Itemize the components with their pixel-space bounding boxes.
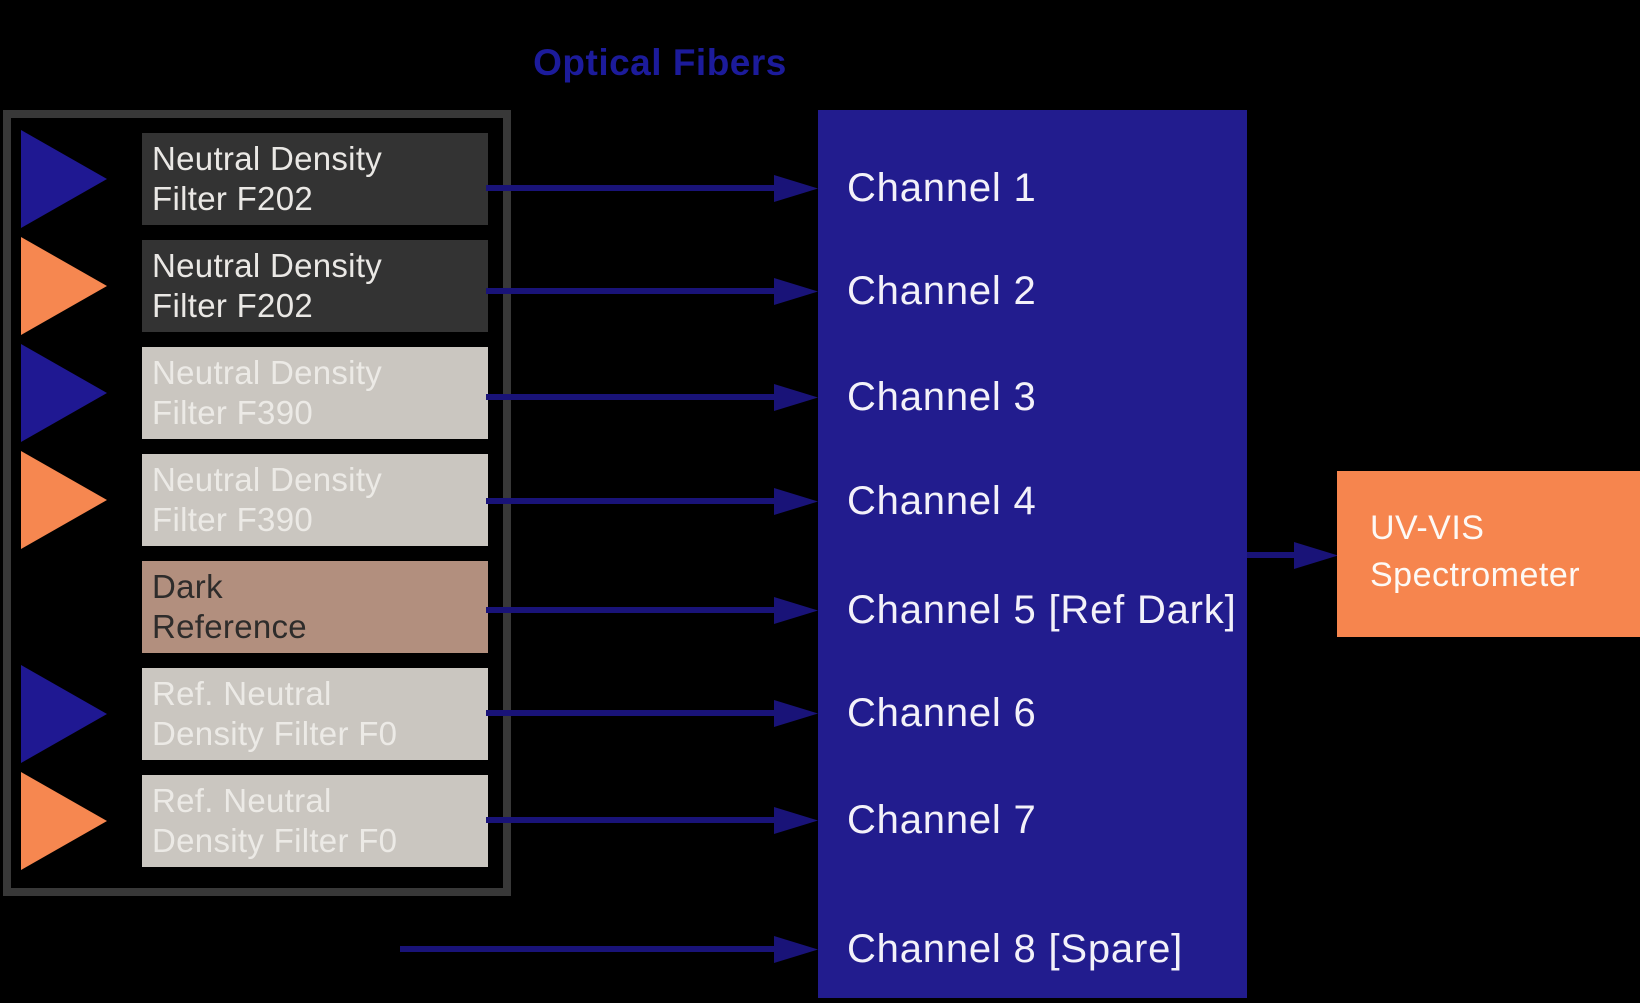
arrow-head-icon [774, 807, 818, 834]
channel-label: Channel 2 [847, 269, 1037, 313]
arrow-head-icon [1294, 542, 1338, 569]
channel-panel: Channel 1 Channel 2 Channel 3 Channel 4 … [818, 110, 1247, 998]
spectrometer-label-line: Spectrometer [1370, 556, 1581, 594]
filter-box: Ref. Neutral Density Filter F0 [142, 775, 488, 867]
arrow-line [486, 185, 776, 191]
filter-label-line: Density Filter F0 [152, 822, 398, 859]
channel-label: Channel 4 [847, 479, 1037, 523]
arrow-line [486, 817, 776, 823]
filter-box: Neutral Density Filter F202 [142, 133, 488, 225]
filter-box: Neutral Density Filter F390 [142, 454, 488, 546]
channel-label: Channel 5 [Ref Dark] [847, 588, 1237, 632]
filter-label-line: Neutral Density [152, 247, 383, 284]
arrow-line [400, 946, 776, 952]
arrow-head-icon [774, 700, 818, 727]
filter-box: Ref. Neutral Density Filter F0 [142, 668, 488, 760]
channel-label: Channel 8 [Spare] [847, 927, 1184, 971]
filter-label-line: Ref. Neutral [152, 782, 332, 819]
filter-label-line: Filter F202 [152, 287, 314, 324]
filter-label-line: Density Filter F0 [152, 715, 398, 752]
filter-box: Neutral Density Filter F390 [142, 347, 488, 439]
filter-label-line: Dark [152, 568, 223, 605]
arrow-line [486, 288, 776, 294]
filter-label-line: Filter F390 [152, 501, 314, 538]
spectrometer-label-line: UV-VIS [1370, 509, 1485, 547]
arrow-line [486, 607, 776, 613]
channel-label: Channel 7 [847, 798, 1037, 842]
arrow-head-icon [774, 936, 818, 963]
arrow-line [1247, 552, 1298, 558]
filter-label-line: Neutral Density [152, 140, 383, 177]
filter-box: Neutral Density Filter F202 [142, 240, 488, 332]
filter-label-line: Reference [152, 608, 307, 645]
channel-label: Channel 6 [847, 691, 1037, 735]
filter-label-line: Filter F390 [152, 394, 314, 431]
dark-reference-box: Dark Reference [142, 561, 488, 653]
filter-label-line: Filter F202 [152, 180, 314, 217]
arrow-head-icon [774, 278, 818, 305]
arrow-line [486, 394, 776, 400]
filter-label-line: Neutral Density [152, 354, 383, 391]
channel-label: Channel 3 [847, 375, 1037, 419]
arrow-head-icon [774, 175, 818, 202]
spectrometer-box: UV-VIS Spectrometer [1337, 471, 1640, 637]
arrow-line [486, 498, 776, 504]
arrow-head-icon [774, 488, 818, 515]
arrow-line [486, 710, 776, 716]
diagram-title: Optical Fibers [533, 42, 787, 83]
filter-label-line: Ref. Neutral [152, 675, 332, 712]
filter-label-line: Neutral Density [152, 461, 383, 498]
channel-label: Channel 1 [847, 166, 1037, 210]
arrow-head-icon [774, 384, 818, 411]
arrow-head-icon [774, 597, 818, 624]
